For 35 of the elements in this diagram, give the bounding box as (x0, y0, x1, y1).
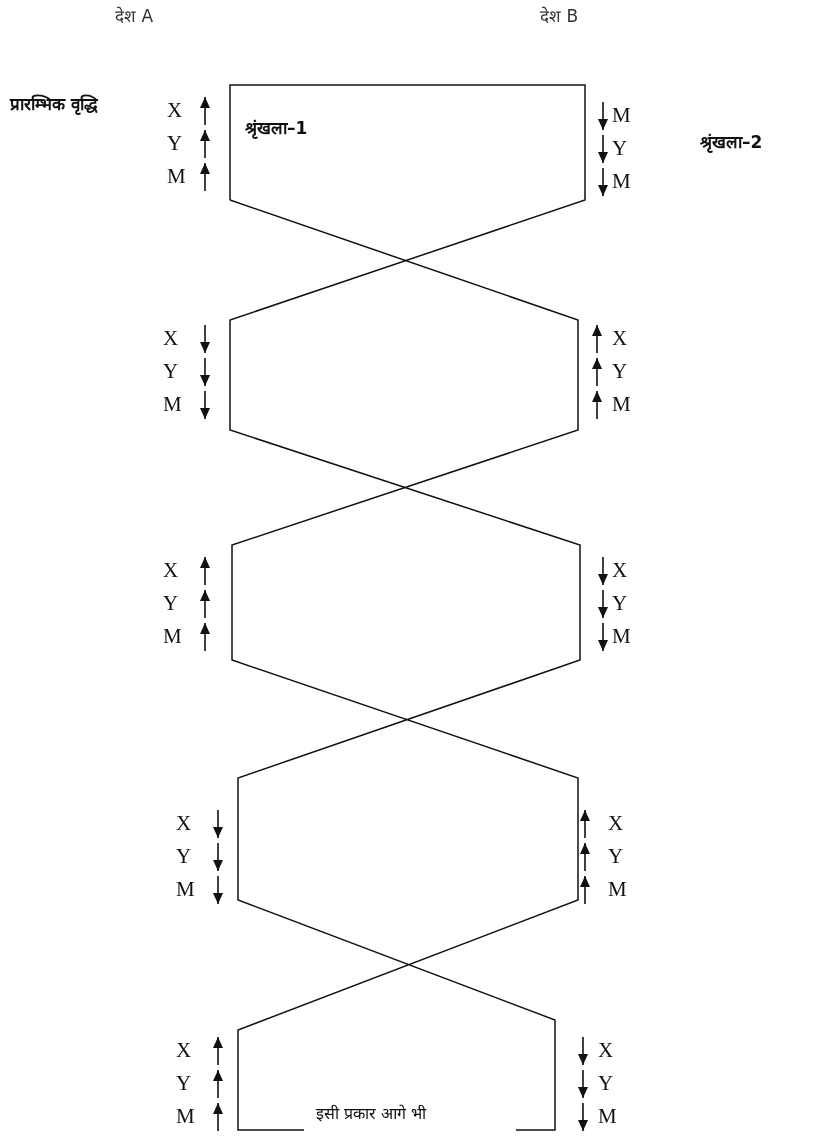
row-heading: प्रारम्भिक वृद्धि (10, 93, 99, 117)
variable-label: X (176, 1040, 192, 1061)
variable-label: X (163, 328, 179, 349)
variable-label: Y (612, 361, 628, 382)
column-heading: देश B (540, 8, 579, 25)
variable-label: M (163, 626, 182, 647)
variable-label: X (612, 560, 628, 581)
column-heading: देश A (115, 8, 154, 25)
variable-label: M (608, 879, 627, 900)
variable-label: X (612, 328, 628, 349)
chain-label: श्रृंखला–1 (245, 117, 308, 141)
variable-label: X (608, 813, 624, 834)
variable-label: M (612, 626, 631, 647)
variable-label: X (598, 1040, 614, 1061)
variable-label: M (163, 394, 182, 415)
variable-label: X (176, 813, 192, 834)
variable-label: X (163, 560, 179, 581)
variable-label: Y (176, 1073, 192, 1094)
variable-label: X (167, 100, 183, 121)
variable-label: M (612, 105, 631, 126)
variable-label: M (598, 1106, 617, 1127)
variable-label: M (612, 171, 631, 192)
variable-label: Y (598, 1073, 614, 1094)
variable-label: Y (176, 846, 192, 867)
chain-label: श्रृंखला–2 (700, 131, 763, 155)
variable-label: Y (167, 133, 183, 154)
variable-label: M (167, 166, 186, 187)
variable-label: M (176, 1106, 195, 1127)
variable-label: M (176, 879, 195, 900)
variable-label: Y (608, 846, 624, 867)
variable-label: Y (163, 593, 179, 614)
variable-label: M (612, 394, 631, 415)
variable-label: Y (612, 138, 628, 159)
variable-label: Y (612, 593, 628, 614)
variable-label: Y (163, 361, 179, 382)
